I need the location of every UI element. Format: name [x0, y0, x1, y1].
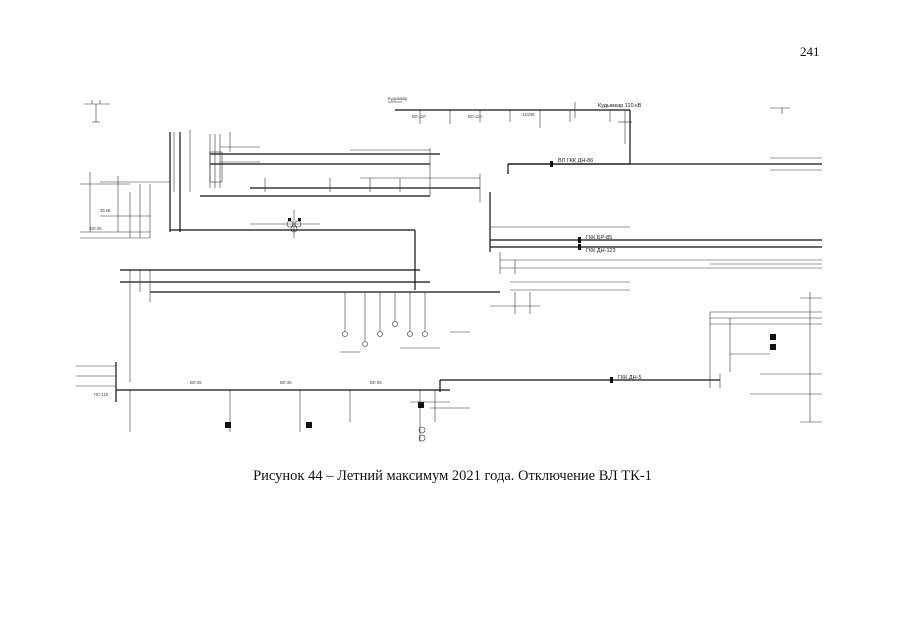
figure-caption: Рисунок 44 – Летний максимум 2021 года. … — [253, 468, 652, 484]
power-network-schematic: Кудымкар 110 кВ Кудымкар ВЛ-110 ВЛ-110 1… — [76, 96, 822, 442]
svg-text:110/35: 110/35 — [522, 112, 535, 117]
svg-text:ВЛ-35: ВЛ-35 — [90, 226, 102, 231]
svg-text:ВЛ-110: ВЛ-110 — [412, 114, 426, 119]
top-left-tap-symbol — [84, 100, 110, 123]
svg-text:ВЛ-110: ВЛ-110 — [468, 114, 482, 119]
lines-br85-dn123 — [170, 192, 822, 290]
svg-text:ПС-110: ПС-110 — [94, 392, 109, 397]
svg-text:ВЛ-35: ВЛ-35 — [190, 380, 202, 385]
line-gk-br85-label: ГКК БР-85 — [586, 235, 612, 241]
line-gk-dn123-label: ГКК ДН-123 — [586, 248, 616, 254]
svg-text:Кудымкар: Кудымкар — [388, 96, 408, 101]
top-bus-110 — [388, 101, 790, 144]
center-feeders — [340, 292, 470, 353]
upper-middle-busbars — [200, 148, 481, 202]
line-gk-dn86-label: ВЛ ГКК ДН-86 — [558, 158, 593, 164]
right-region — [709, 292, 822, 423]
svg-text:ВЛ-35: ВЛ-35 — [370, 380, 382, 385]
line-gk-dn86 — [507, 157, 822, 174]
svg-text:ВЛ-35: ВЛ-35 — [280, 380, 292, 385]
middle-busbars — [120, 269, 630, 382]
line-gk-dn5-label: ГКК ДН-5 — [618, 375, 642, 381]
svg-text:35 кВ: 35 кВ — [100, 208, 111, 213]
left-station — [80, 130, 260, 239]
line-gk-dn5 — [439, 374, 721, 392]
transformer-center — [250, 210, 320, 238]
page-number: 241 — [800, 44, 820, 59]
bus-110-label: Кудымкар 110 кВ — [598, 103, 642, 109]
bottom-bus — [76, 362, 470, 442]
